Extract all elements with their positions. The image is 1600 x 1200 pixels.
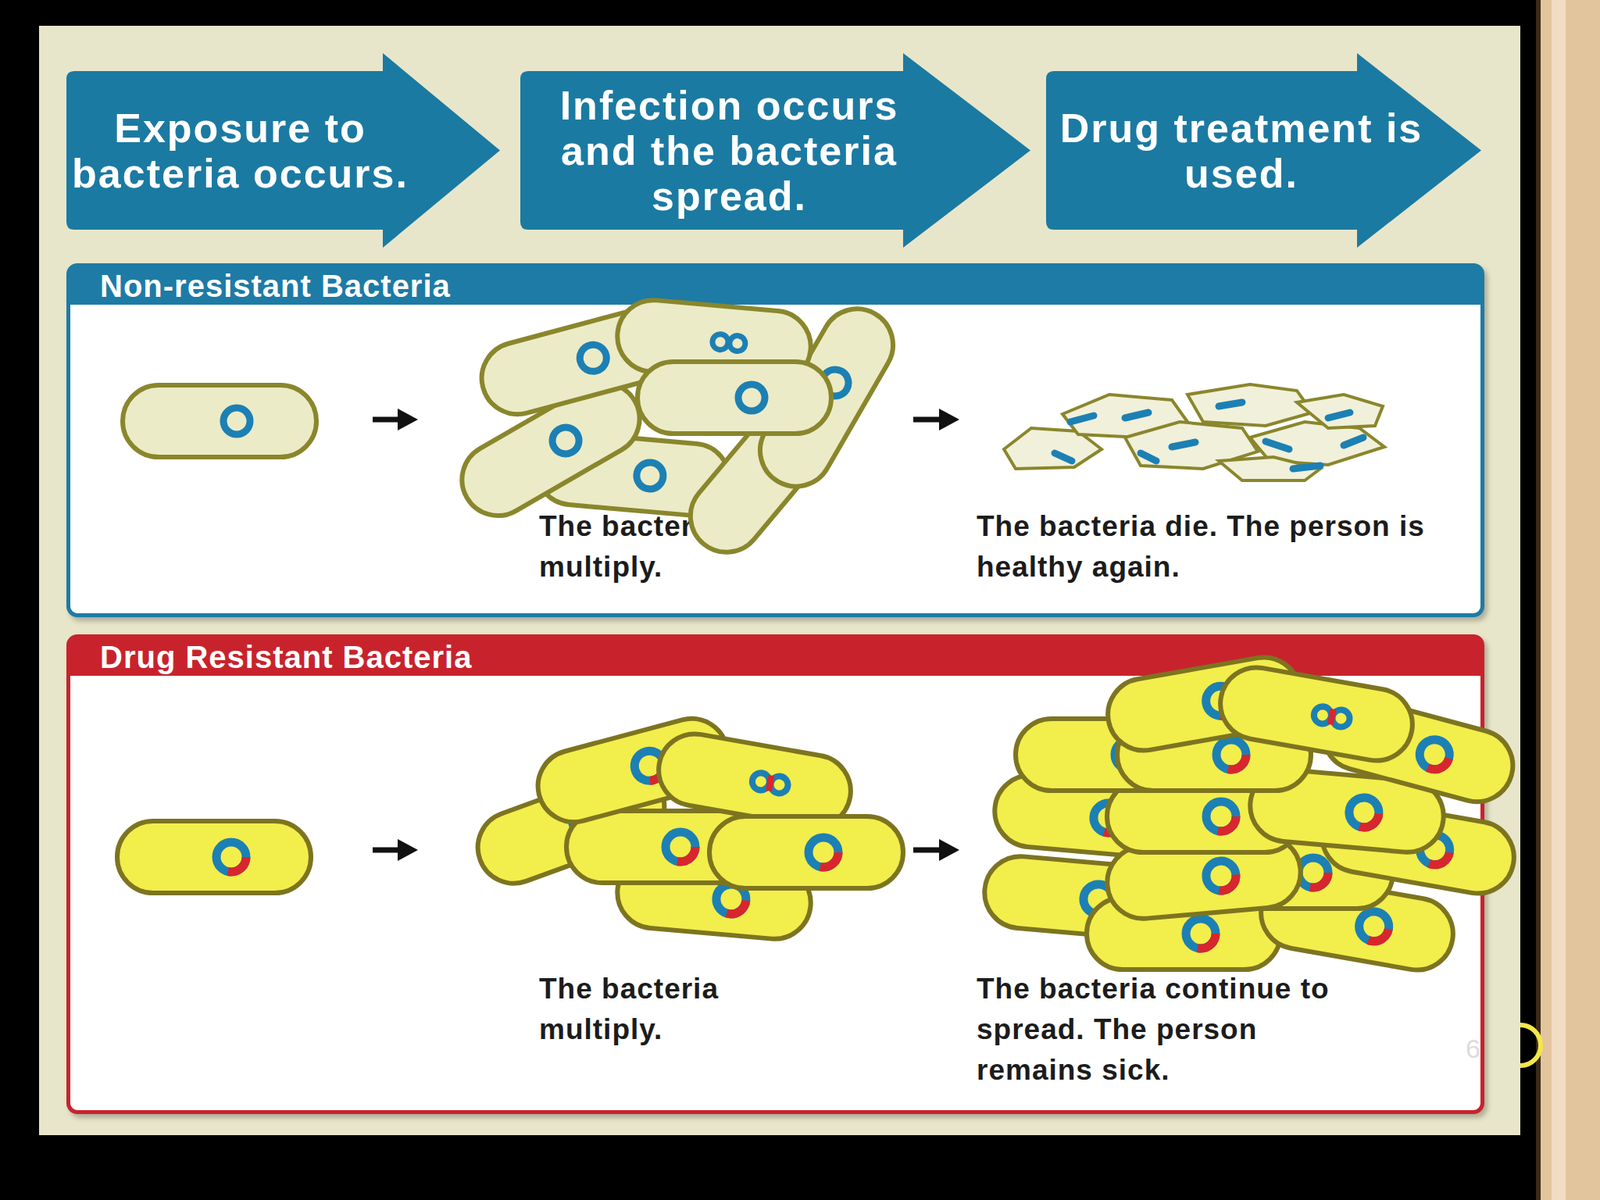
plasmid-fragment (1125, 412, 1149, 418)
chevron-fill (520, 53, 1031, 248)
bacterium (637, 361, 832, 434)
step-arrow: Infection occurs and the bacteria spread… (520, 53, 1031, 248)
flow-arrow-head (397, 408, 418, 431)
plasmid-fragment (1218, 402, 1243, 407)
flow-arrow-head (397, 839, 418, 861)
plasmid-fragment (1054, 453, 1072, 461)
resistant-bacterium (1214, 661, 1418, 767)
frame-stripe (1551, 0, 1566, 1200)
caption-text: The bacteria die. The person is healthy … (976, 506, 1430, 588)
plasmid-fragment (1292, 465, 1321, 469)
resistant-bacterium (709, 816, 904, 889)
slide-number-badge (1520, 1025, 1541, 1066)
plasmid-fragment (1343, 437, 1364, 446)
chevron-fill (66, 53, 500, 248)
step-arrow: Drug treatment is used. (1046, 53, 1482, 248)
step-text: Drug treatment is used. (1046, 71, 1437, 230)
step-text: Exposure to bacteria occurs. (66, 71, 415, 230)
dead-cell-fragment (1296, 394, 1383, 429)
flow-arrow-head (939, 408, 960, 431)
dead-cell-fragment (1218, 457, 1321, 481)
step-text: Infection occurs and the bacteria spread… (520, 71, 939, 230)
plasmid-fragment (1140, 453, 1157, 461)
panel-header: Non-resistant Bacteria (70, 267, 1481, 305)
caption-text: The bacteria continue to spread. The per… (976, 968, 1375, 1091)
plasmid-fragment (1328, 412, 1350, 418)
caption-text: The bacteria multiply. (539, 968, 797, 1050)
plasmid-fragment (1070, 415, 1094, 422)
slide-frame (1535, 0, 1600, 1200)
chevron-fill (1046, 53, 1482, 248)
bacterium (122, 385, 317, 458)
flow-arrow-head (939, 839, 960, 861)
dead-cell-fragment (1187, 384, 1313, 426)
slide-number: 6 (1465, 1028, 1497, 1069)
step-arrow: Exposure to bacteria occurs. (66, 53, 500, 248)
resistant-bacterium (117, 821, 311, 893)
plasmid-fragment (1265, 441, 1290, 450)
plasmid-fragment (1171, 442, 1196, 447)
